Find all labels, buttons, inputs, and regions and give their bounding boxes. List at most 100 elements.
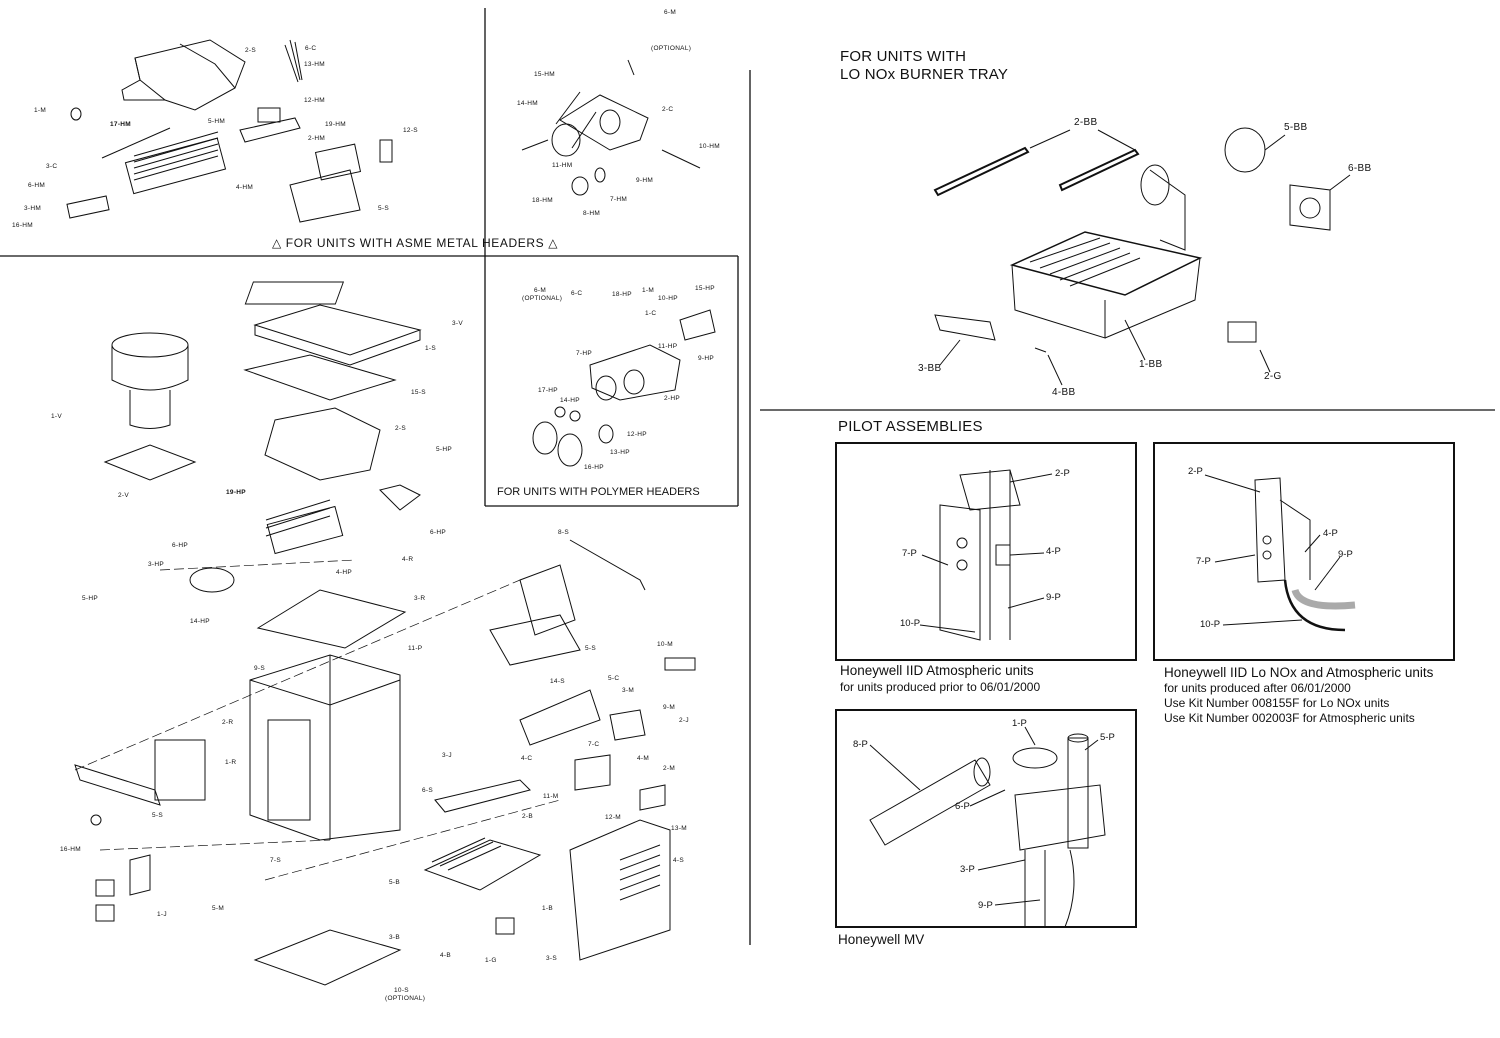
part-label: 5-B	[389, 879, 401, 886]
part-label: 8-HM	[583, 210, 601, 217]
part-label: (OPTIONAL)	[385, 995, 426, 1002]
part-label: 10-S	[394, 987, 409, 994]
part-label: 14-HP	[190, 618, 210, 625]
part-label: 15-S	[411, 389, 426, 396]
part-label: 6-HP	[430, 529, 447, 536]
part-label: 17-HM	[110, 121, 132, 128]
part-label: 3-J	[442, 752, 452, 759]
part-label: 4-HM	[236, 184, 254, 191]
part-label: 3-BB	[918, 363, 942, 374]
part-label: 7-S	[270, 857, 282, 864]
part-label: 5-HM	[208, 118, 226, 125]
part-label: 18-HP	[612, 291, 632, 298]
pilot-assemblies-title: PILOT ASSEMBLIES	[838, 418, 983, 435]
part-label: 13-M	[671, 825, 688, 832]
valve-art	[521, 59, 701, 196]
main-exploded-art	[74, 281, 696, 986]
part-label: 7-C	[588, 741, 600, 748]
part-label: 1-P	[1012, 718, 1027, 729]
part-label: (OPTIONAL)	[651, 45, 692, 52]
lonox-title-line2: LO NOx BURNER TRAY	[840, 66, 1009, 83]
pilot-box-1-caption: Honeywell IID Atmospheric units	[840, 663, 1034, 678]
part-label: 8-P	[853, 739, 868, 750]
part-label: 7-P	[1196, 556, 1211, 567]
part-label: 3-P	[960, 864, 975, 875]
part-label: 3-R	[414, 595, 426, 602]
pilot-box-3-caption: Honeywell MV	[838, 932, 925, 947]
part-label: 10-P	[900, 618, 921, 629]
part-label: 1-B	[542, 905, 554, 912]
part-label: 2-V	[118, 492, 130, 499]
part-label: 6-S	[422, 787, 434, 794]
part-label: 6-BB	[1348, 163, 1372, 174]
part-label: 6-M	[664, 9, 677, 16]
lonox-burner-art	[933, 127, 1331, 353]
part-label: 9-P	[1338, 549, 1353, 560]
part-label: 12-HM	[304, 97, 326, 104]
polymer-header-art	[532, 309, 716, 467]
part-label: 2-S	[245, 47, 257, 54]
part-label: 5-P	[1100, 732, 1115, 743]
asme-caption-text: FOR UNITS WITH ASME METAL HEADERS	[285, 236, 545, 250]
part-label: 7-HM	[610, 196, 628, 203]
part-label: 3-C	[46, 163, 58, 170]
part-label: 3-V	[452, 320, 464, 327]
part-label: 16-HM	[12, 222, 34, 229]
part-label: 5-S	[585, 645, 597, 652]
part-label: 6-C	[305, 45, 317, 52]
part-label: 9-M	[663, 704, 676, 711]
part-label: 5-M	[212, 905, 225, 912]
part-label: 4-B	[440, 952, 452, 959]
pilot-box-2-subcaption-2: Use Kit Number 008155F for Lo NOx units	[1164, 696, 1390, 710]
part-label: (OPTIONAL)	[522, 295, 563, 302]
part-label: 4-P	[1323, 528, 1338, 539]
part-label: 13-HM	[304, 61, 326, 68]
part-label: 10-HM	[699, 143, 721, 150]
part-label: 2-P	[1188, 466, 1203, 477]
part-label: 14-HM	[517, 100, 539, 107]
part-label: 11-P	[408, 645, 423, 652]
part-label: 1-BB	[1139, 359, 1163, 370]
part-label: 2-HM	[308, 135, 326, 142]
part-label: 2-C	[662, 106, 674, 113]
part-label: 12-M	[605, 814, 622, 821]
part-label: 3-B	[389, 934, 401, 941]
part-label: 4-P	[1046, 546, 1061, 557]
part-label: 15-HP	[695, 285, 715, 292]
part-label: 12-HP	[627, 431, 647, 438]
asme-caption: △ FOR UNITS WITH ASME METAL HEADERS △	[272, 236, 559, 250]
part-label: 4-C	[521, 755, 533, 762]
pilot-1-art	[939, 469, 1021, 641]
part-label: 3-HM	[24, 205, 42, 212]
part-label: 2-BB	[1074, 117, 1098, 128]
part-label: 14-S	[550, 678, 565, 685]
part-label: 2-R	[222, 719, 234, 726]
polymer-caption: FOR UNITS WITH POLYMER HEADERS	[497, 486, 700, 498]
part-label: 17-HP	[538, 387, 558, 394]
part-label: 13-HP	[610, 449, 630, 456]
part-label: 2-M	[663, 765, 676, 772]
part-label: 12-S	[403, 127, 418, 134]
part-label: 2-S	[395, 425, 407, 432]
part-label: 19-HP	[226, 489, 246, 496]
part-label: 6-P	[955, 801, 970, 812]
part-label: 7-HP	[576, 350, 593, 357]
pilot-box-2-caption: Honeywell IID Lo NOx and Atmospheric uni…	[1164, 665, 1434, 680]
pilot-box-2-frame	[1153, 442, 1455, 661]
part-label: 2-HP	[664, 395, 681, 402]
part-label: 9-P	[978, 900, 993, 911]
lonox-leader-lines	[939, 129, 1351, 386]
part-label: 1-G	[485, 957, 497, 964]
part-label: 9-P	[1046, 592, 1061, 603]
part-label: 6-M	[534, 287, 547, 294]
part-label: 11-HM	[552, 162, 573, 169]
part-label: 1-R	[225, 759, 237, 766]
part-label: 10-HP	[658, 295, 678, 302]
part-label: 5-HP	[82, 595, 99, 602]
lonox-title-line1: FOR UNITS WITH	[840, 48, 967, 65]
pilot-box-1-subcaption: for units produced prior to 06/01/2000	[840, 680, 1041, 694]
part-label: 1-S	[425, 345, 437, 352]
part-label: 4-BB	[1052, 387, 1076, 398]
part-label: 11-M	[543, 793, 559, 800]
